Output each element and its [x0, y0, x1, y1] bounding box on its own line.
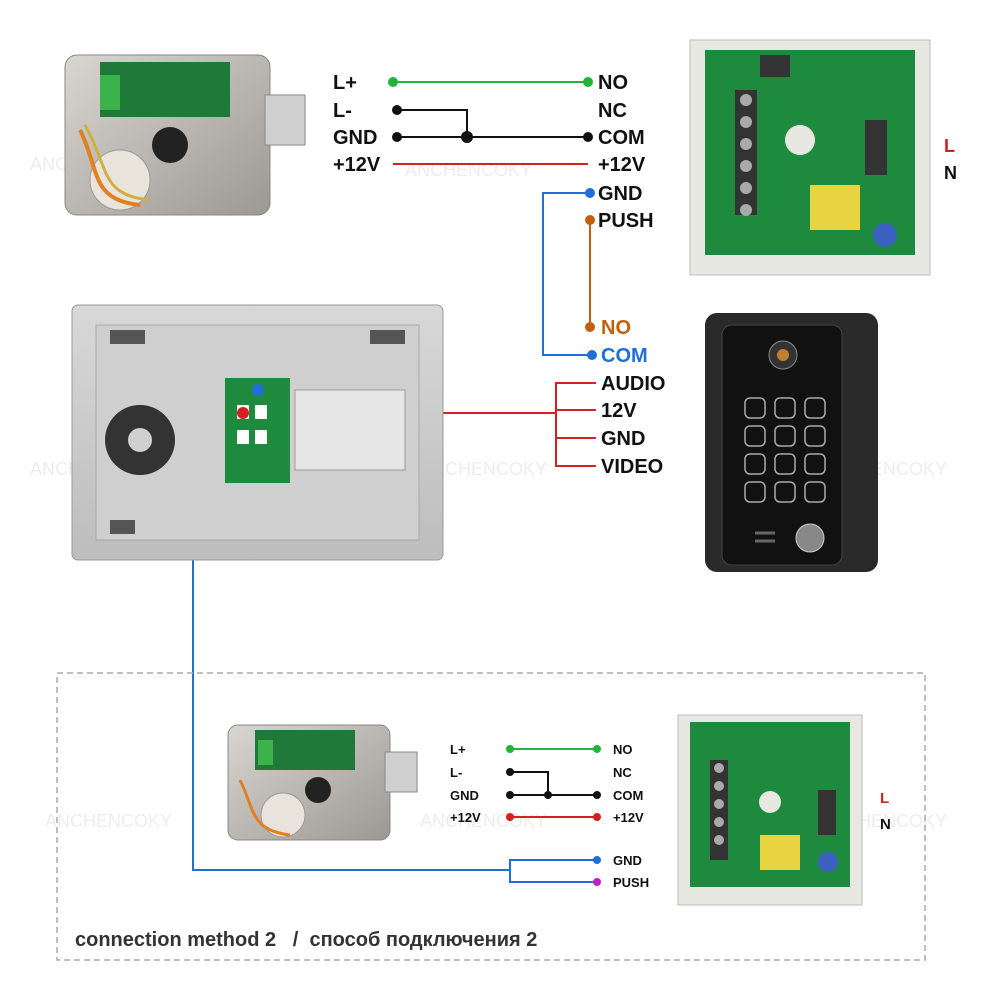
- bottom-wiring: [506, 745, 601, 886]
- psu-label-com-bottom: COM: [613, 788, 643, 803]
- watermark: ANCHENCOKY: [420, 811, 547, 831]
- lock-label-lminus: L-: [333, 100, 352, 122]
- psu-label-gnd: GND: [598, 183, 642, 205]
- psu-label-com: COM: [598, 127, 645, 149]
- connection-method-caption: connection method 2 / способ подключения…: [75, 929, 537, 951]
- doorbell-label-com: COM: [601, 345, 648, 367]
- psu-label-gnd-bottom: GND: [613, 853, 642, 868]
- lock-label-lplus-bottom: L+: [450, 742, 466, 757]
- monitor-label-gnd: GND: [601, 428, 645, 450]
- indoor-monitor-back: [71, 304, 444, 561]
- psu-label-push-bottom: PUSH: [613, 875, 649, 890]
- electric-lock-bottom: [227, 724, 418, 841]
- mains-n-label: N: [944, 163, 957, 183]
- psu-label-nc: NC: [598, 100, 627, 122]
- doorbell-label-no: NO: [601, 317, 631, 339]
- watermark: ANCHENCOKY: [420, 459, 547, 479]
- psu-label-push: PUSH: [598, 210, 654, 232]
- electric-lock-top: [64, 54, 306, 216]
- monitor-label-audio: AUDIO: [601, 373, 665, 395]
- psu-label-12v: +12V: [598, 154, 646, 176]
- mains-l-label-bottom: L: [880, 790, 889, 807]
- watermark: ANCHENCOKY: [45, 811, 172, 831]
- mains-n-label-bottom: N: [880, 816, 891, 833]
- monitor-label-12v: 12V: [601, 400, 637, 422]
- mains-l-label: L: [944, 136, 955, 156]
- lock-label-12v-bottom: +12V: [450, 810, 481, 825]
- lock-label-gnd: GND: [333, 127, 377, 149]
- monitor-label-video: VIDEO: [601, 456, 663, 478]
- lock-label-lplus: L+: [333, 72, 357, 94]
- connection-method-2-box: [56, 672, 926, 961]
- power-supply-board-bottom: [677, 714, 863, 906]
- power-supply-board-top: [689, 39, 931, 276]
- psu-label-12v-bottom: +12V: [613, 810, 644, 825]
- psu-label-nc-bottom: NC: [613, 765, 632, 780]
- psu-label-no-bottom: NO: [613, 742, 633, 757]
- lock-label-lminus-bottom: L-: [450, 765, 462, 780]
- psu-label-no: NO: [598, 72, 628, 94]
- lock-label-gnd-bottom: GND: [450, 788, 479, 803]
- outdoor-doorbell-keypad: [705, 313, 878, 572]
- lock-label-12v: +12V: [333, 154, 381, 176]
